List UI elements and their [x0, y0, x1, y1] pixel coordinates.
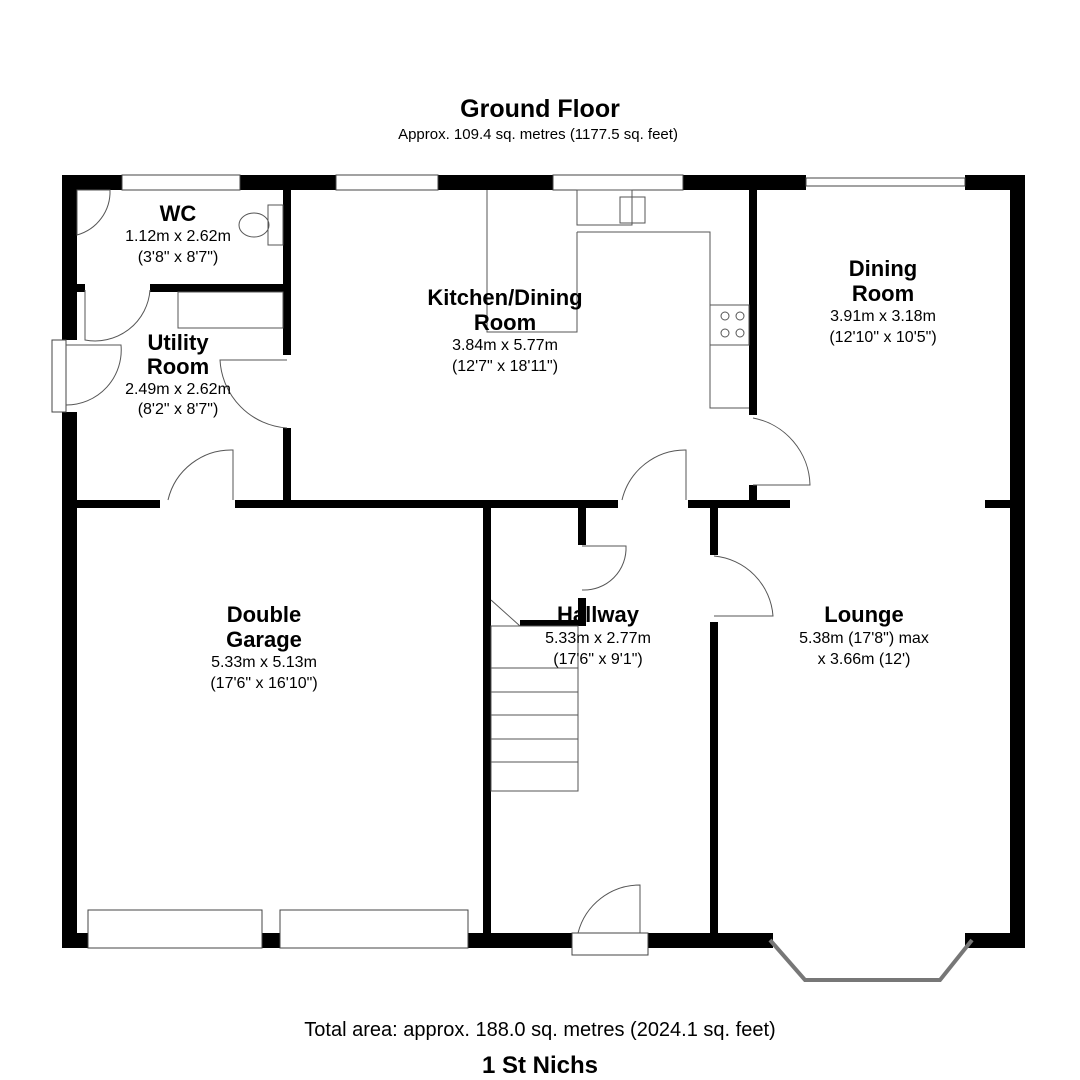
svg-text:5.33m x 5.13m: 5.33m x 5.13m	[211, 654, 317, 671]
svg-text:(12'10" x 10'5"): (12'10" x 10'5")	[829, 329, 936, 346]
svg-text:Room: Room	[147, 354, 209, 379]
exterior-walls	[62, 175, 1025, 948]
room-dining: Dining Room 3.91m x 3.18m (12'10" x 10'5…	[829, 256, 936, 346]
staircase	[490, 599, 579, 792]
svg-text:Lounge: Lounge	[824, 602, 903, 627]
floor-title: Ground Floor	[460, 95, 620, 123]
room-utility: Utility Room 2.49m x 2.62m (8'2" x 8'7")	[125, 330, 231, 418]
room-hallway: Hallway 5.33m x 2.77m (17'6" x 9'1")	[545, 602, 651, 668]
svg-text:Dining: Dining	[849, 256, 917, 281]
svg-text:(17'6" x 9'1"): (17'6" x 9'1")	[553, 651, 643, 668]
svg-text:Double: Double	[227, 602, 302, 627]
svg-text:Hallway: Hallway	[557, 602, 640, 627]
room-wc: WC 1.12m x 2.62m (3'8" x 8'7")	[125, 201, 231, 266]
total-area: Total area: approx. 188.0 sq. metres (20…	[304, 1019, 775, 1041]
doors	[65, 289, 811, 934]
room-lounge: Lounge 5.38m (17'8") max x 3.66m (12')	[799, 602, 929, 668]
room-name: WC	[160, 201, 197, 226]
fixtures	[76, 189, 750, 792]
svg-text:(8'2" x 8'7"): (8'2" x 8'7")	[138, 401, 219, 418]
svg-text:Room: Room	[474, 310, 536, 335]
svg-text:x 3.66m (12'): x 3.66m (12')	[818, 651, 911, 668]
svg-text:Garage: Garage	[226, 627, 302, 652]
svg-text:5.33m x 2.77m: 5.33m x 2.77m	[545, 630, 651, 647]
svg-text:Utility: Utility	[147, 330, 209, 355]
svg-text:(12'7" x 18'11"): (12'7" x 18'11")	[452, 358, 558, 375]
room-kitchen: Kitchen/Dining Room 3.84m x 5.77m (12'7"…	[427, 285, 582, 375]
svg-text:3.84m x 5.77m: 3.84m x 5.77m	[452, 337, 558, 354]
room-garage: Double Garage 5.33m x 5.13m (17'6" x 16'…	[210, 602, 317, 692]
svg-text:(17'6" x 16'10"): (17'6" x 16'10")	[210, 675, 317, 692]
svg-text:2.49m x 2.62m: 2.49m x 2.62m	[125, 381, 231, 398]
property-name: 1 St Nichs	[482, 1052, 598, 1079]
interior-walls	[77, 190, 1010, 933]
svg-text:1.12m x 2.62m: 1.12m x 2.62m	[125, 228, 231, 245]
svg-text:(3'8" x 8'7"): (3'8" x 8'7")	[138, 249, 219, 266]
svg-text:Room: Room	[852, 281, 914, 306]
windows	[51, 174, 974, 982]
svg-text:5.38m (17'8") max: 5.38m (17'8") max	[799, 630, 929, 647]
svg-text:Kitchen/Dining: Kitchen/Dining	[427, 285, 582, 310]
svg-text:3.91m x 3.18m: 3.91m x 3.18m	[830, 308, 936, 325]
floor-area: Approx. 109.4 sq. metres (1177.5 sq. fee…	[398, 126, 678, 143]
